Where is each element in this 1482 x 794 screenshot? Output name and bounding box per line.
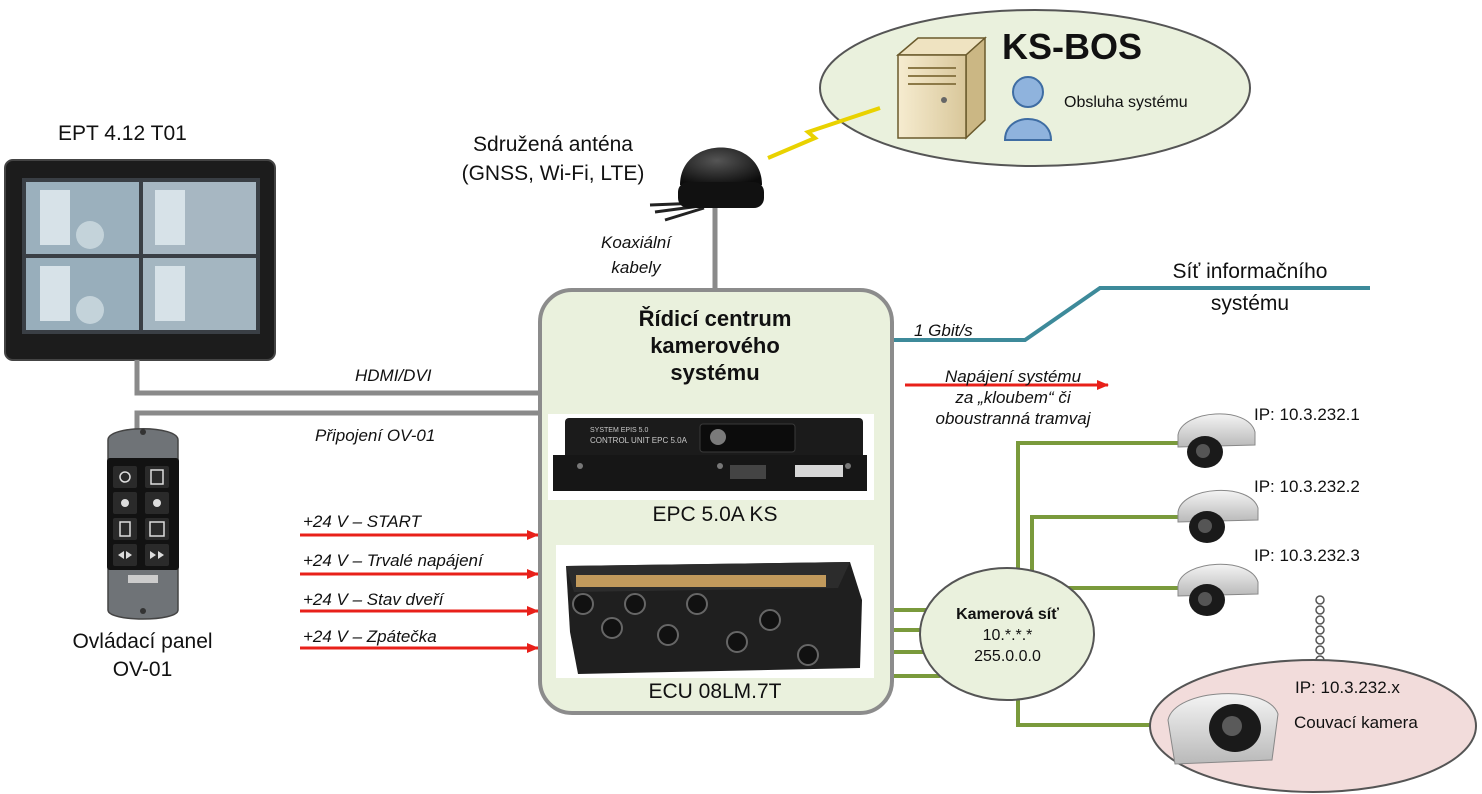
epc-faceplate-line2: CONTROL UNIT EPC 5.0A: [590, 436, 688, 445]
reverse-camera-icon: [1167, 693, 1279, 765]
antenna-label-line1: Sdružená anténa: [473, 133, 633, 156]
wireless-link: [767, 106, 881, 160]
input-label-start: +24 V – START: [303, 512, 421, 531]
operator-label: Obsluha systému: [1064, 94, 1188, 111]
panel-label-line1: Ovládací panel: [72, 630, 213, 653]
control-center-line3: systému: [670, 360, 760, 385]
camera-network-ellipse: [919, 567, 1095, 701]
antenna-label-line2: (GNSS, Wi-Fi, LTE): [461, 162, 645, 185]
epc-label: EPC 5.0A KS: [652, 503, 778, 526]
epc-faceplate-line1: SYSTEM EPIS 5.0: [590, 427, 648, 434]
hdmi-label: HDMI/DVI: [355, 366, 432, 385]
camera-3-ip: IP: 10.3.232.3: [1254, 546, 1360, 565]
panel-label: Ovládací panel OV-01: [40, 628, 245, 684]
ecu-label: ECU 08LM.7T: [648, 680, 782, 703]
panel-label-line2: OV-01: [112, 658, 173, 681]
power-output-label: Napájení systému za „kloubem“ či oboustr…: [898, 366, 1128, 429]
power-output-line1: Napájení systému: [944, 367, 1082, 386]
gbit-label: 1 Gbit/s: [914, 321, 973, 340]
camera-network-label: Kamerová síť 10.*.*.* 255.0.0.0: [930, 604, 1085, 667]
operator-icon: [1003, 76, 1053, 141]
info-network-line2: systému: [1210, 292, 1290, 315]
coax-label-line1: Koaxiální: [601, 233, 671, 252]
ks-bos-title: KS-BOS: [1002, 26, 1143, 67]
input-label-doors: +24 V – Stav dveří: [303, 590, 444, 609]
control-center-title: Řídicí centrum kamerového systému: [580, 305, 850, 386]
antenna-label: Sdružená anténa (GNSS, Wi-Fi, LTE): [438, 130, 668, 188]
control-center-line2: kamerového: [650, 333, 780, 358]
server-icon: [895, 36, 987, 140]
camera-2-icon: [1177, 490, 1259, 543]
reverse-camera-ip: IP: 10.3.232.x: [1295, 678, 1400, 697]
coax-label: Koaxiální kabely: [586, 230, 686, 280]
camera-2-ip: IP: 10.3.232.2: [1254, 477, 1360, 496]
power-output-line3: oboustranná tramvaj: [935, 409, 1091, 428]
camera-1-ip: IP: 10.3.232.1: [1254, 405, 1360, 424]
ecu-unit: [566, 562, 862, 674]
power-output-line2: za „kloubem“ či: [955, 388, 1071, 407]
antenna-icon: [649, 147, 764, 222]
input-label-reverse: +24 V – Zpátečka: [303, 627, 437, 646]
ept-monitor: [4, 159, 276, 361]
ept-title: EPT 4.12 T01: [58, 122, 187, 145]
info-network-line1: Síť informačního: [1172, 260, 1328, 283]
camera-network-title: Kamerová síť: [956, 606, 1059, 623]
coax-label-line2: kabely: [611, 258, 661, 277]
control-panel-ov-01: [107, 428, 179, 620]
camera-1-icon: [1177, 413, 1256, 468]
more-cameras-dots: [1315, 595, 1325, 665]
camera-network-mask: 255.0.0.0: [974, 648, 1041, 665]
epc-unit: [553, 418, 867, 491]
reverse-camera-label: Couvací kamera: [1294, 713, 1418, 732]
info-network-link: [892, 286, 1370, 342]
input-label-permanent: +24 V – Trvalé napájení: [303, 551, 483, 570]
camera-network-ip: 10.*.*.*: [982, 627, 1033, 644]
camera-3-icon: [1177, 563, 1259, 616]
ov-link-label: Připojení OV-01: [315, 426, 436, 445]
control-center-line1: Řídicí centrum: [638, 306, 792, 331]
info-network-label: Síť informačního systému: [1130, 256, 1370, 320]
